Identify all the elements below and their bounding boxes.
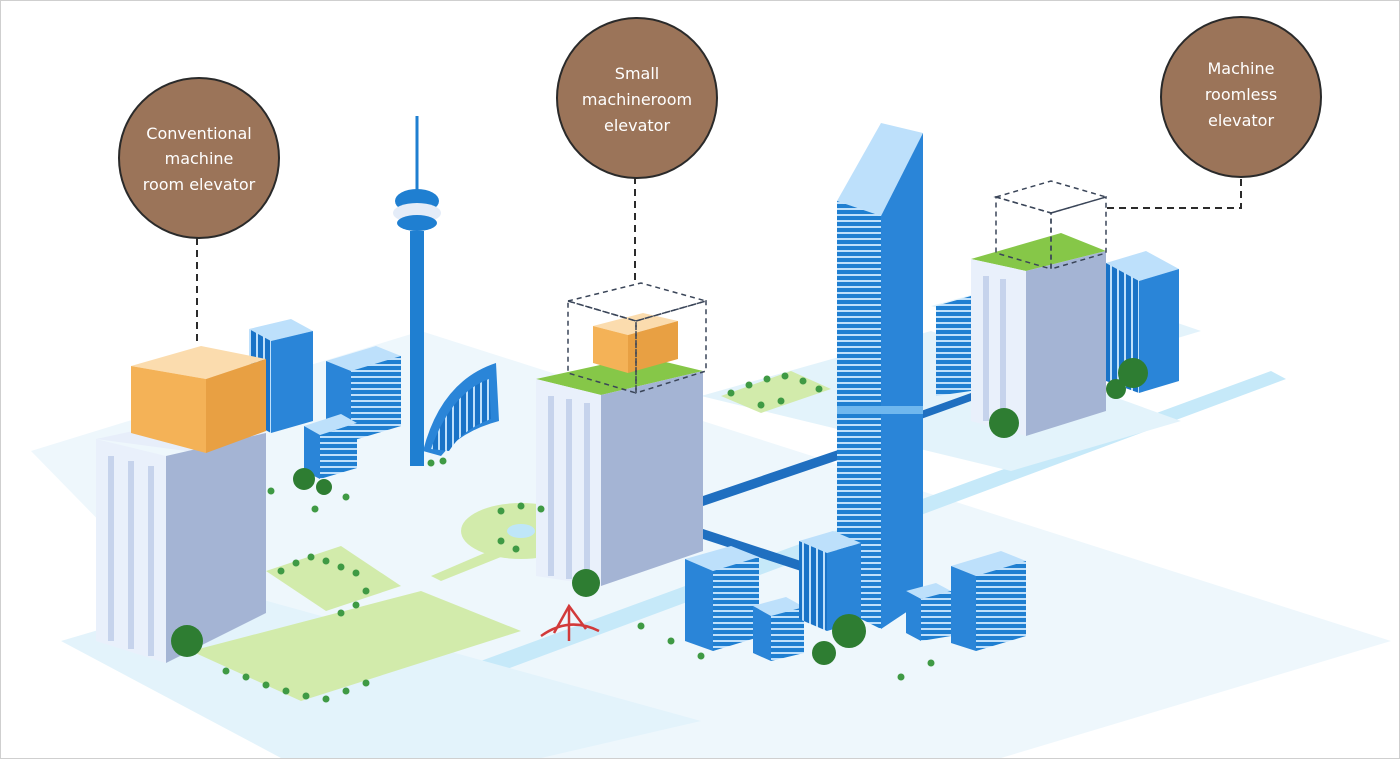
svg-text:machineroom: machineroom <box>582 90 692 109</box>
building-conventional <box>96 346 266 663</box>
svg-text:elevator: elevator <box>604 116 670 135</box>
svg-text:Small: Small <box>615 64 659 83</box>
svg-text:machine: machine <box>165 149 234 168</box>
label-small-machineroom-elevator: Small machineroom elevator <box>557 18 717 178</box>
svg-text:room elevator: room elevator <box>143 175 256 194</box>
label-machine-roomless-elevator: Machine roomless elevator <box>1161 17 1321 177</box>
svg-text:Machine: Machine <box>1208 59 1275 78</box>
svg-text:elevator: elevator <box>1208 111 1274 130</box>
svg-text:roomless: roomless <box>1205 85 1277 104</box>
label-conventional-machine-room-elevator: Conventional machine room elevator <box>119 78 279 238</box>
svg-text:Conventional: Conventional <box>146 124 251 143</box>
building-machine-roomless <box>936 181 1179 436</box>
building-small-machineroom <box>536 283 706 586</box>
